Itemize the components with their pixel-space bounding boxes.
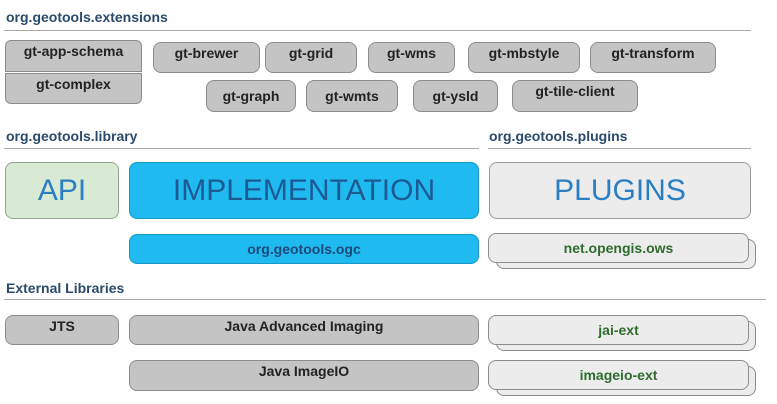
ogc-box: org.geotools.ogc [129,234,479,264]
jts-box: JTS [5,315,119,345]
module-gt-wmts: gt-wmts [306,80,398,112]
module-gt-transform: gt-transform [590,42,716,73]
module-gt-app-schema: gt-app-schema [5,40,142,72]
plugins-box: PLUGINS [489,162,751,219]
api-box: API [5,162,119,219]
module-gt-complex: gt-complex [5,73,142,104]
jai-ext-stack: jai-ext [488,315,758,353]
extensions-rule [4,30,751,31]
module-gt-ysld: gt-ysld [413,80,498,112]
external-rule [4,299,766,300]
module-gt-tile-client: gt-tile-client [512,80,638,112]
module-gt-mbstyle: gt-mbstyle [468,42,580,73]
imageio-box: Java ImageIO [129,360,479,391]
imageio-ext-stack: imageio-ext [488,360,758,398]
module-gt-brewer: gt-brewer [153,42,260,73]
imageio-ext-box: imageio-ext [488,360,749,390]
ows-box: net.opengis.ows [488,233,749,263]
library-rule [4,148,479,149]
jai-box: Java Advanced Imaging [129,315,479,345]
module-gt-graph: gt-graph [206,80,296,112]
library-title: org.geotools.library [6,128,138,144]
implementation-box: IMPLEMENTATION [129,162,479,219]
module-gt-grid: gt-grid [265,42,357,73]
ows-stack: net.opengis.ows [488,233,758,271]
plugins-rule [488,148,751,149]
extensions-title: org.geotools.extensions [6,9,168,25]
plugins-title: org.geotools.plugins [489,128,628,144]
jai-ext-box: jai-ext [488,315,749,345]
external-title: External Libraries [6,280,125,296]
module-gt-wms: gt-wms [368,42,455,73]
